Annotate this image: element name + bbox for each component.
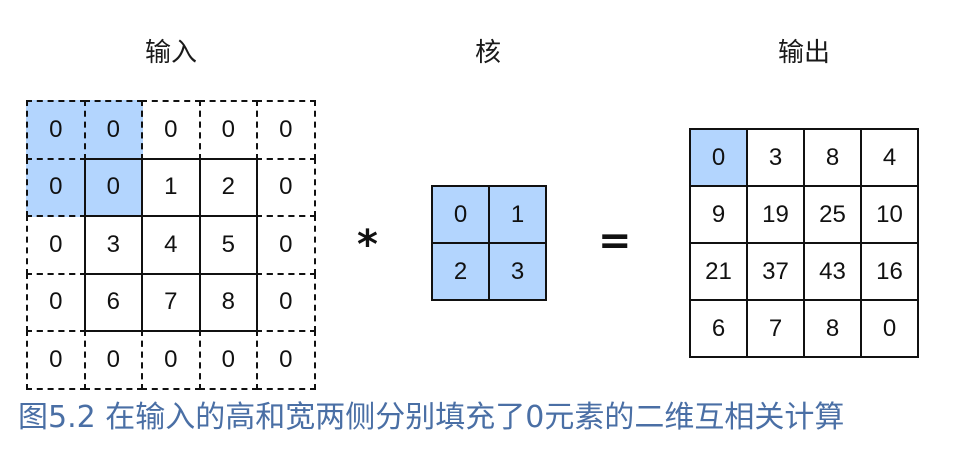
input-cell: 0 — [198, 330, 258, 390]
input-cell: 0 — [83, 157, 143, 217]
kernel-cell: 3 — [488, 242, 547, 301]
figure-caption: 图5.2 在输入的高和宽两侧分别填充了0元素的二维互相关计算 — [18, 400, 845, 435]
kernel-cell: 1 — [488, 185, 547, 244]
input-cell: 0 — [141, 330, 201, 390]
input-cell: 3 — [83, 215, 143, 275]
input-cell: 0 — [26, 330, 86, 390]
output-cell: 4 — [860, 128, 919, 187]
input-cell: 0 — [26, 157, 86, 217]
output-title: 输出 — [777, 38, 830, 68]
output-cell: 9 — [689, 185, 748, 244]
input-cell: 0 — [26, 100, 86, 160]
input-cell: 0 — [141, 100, 201, 160]
input-cell: 0 — [256, 157, 316, 217]
input-cell: 0 — [26, 215, 86, 275]
input-title: 输入 — [144, 38, 197, 68]
kernel-title: 核 — [474, 38, 501, 68]
output-cell: 37 — [746, 242, 805, 301]
input-cell: 0 — [198, 100, 258, 160]
input-cell: 0 — [26, 272, 86, 332]
input-cell: 1 — [141, 157, 201, 217]
output-cell: 16 — [860, 242, 919, 301]
input-cell: 4 — [141, 215, 201, 275]
output-cell: 25 — [803, 185, 862, 244]
input-cell: 5 — [198, 215, 258, 275]
output-cell: 8 — [803, 128, 862, 187]
output-cell: 19 — [746, 185, 805, 244]
input-cell: 0 — [256, 100, 316, 160]
input-cell: 0 — [256, 272, 316, 332]
input-cell: 8 — [198, 272, 258, 332]
output-cell: 3 — [746, 128, 805, 187]
output-cell: 10 — [860, 185, 919, 244]
input-cell: 7 — [141, 272, 201, 332]
input-cell: 0 — [256, 215, 316, 275]
output-cell: 7 — [746, 299, 805, 358]
output-cell: 0 — [689, 128, 748, 187]
convolution-operator: * — [357, 222, 378, 268]
kernel-cell: 2 — [431, 242, 490, 301]
output-cell: 8 — [803, 299, 862, 358]
equals-operator: = — [598, 218, 632, 264]
output-cell: 0 — [860, 299, 919, 358]
input-cell: 2 — [198, 157, 258, 217]
output-cell: 43 — [803, 242, 862, 301]
output-cell: 21 — [689, 242, 748, 301]
input-cell: 0 — [256, 330, 316, 390]
output-cell: 6 — [689, 299, 748, 358]
kernel-cell: 0 — [431, 185, 490, 244]
input-cell: 6 — [83, 272, 143, 332]
input-cell: 0 — [83, 100, 143, 160]
input-cell: 0 — [83, 330, 143, 390]
